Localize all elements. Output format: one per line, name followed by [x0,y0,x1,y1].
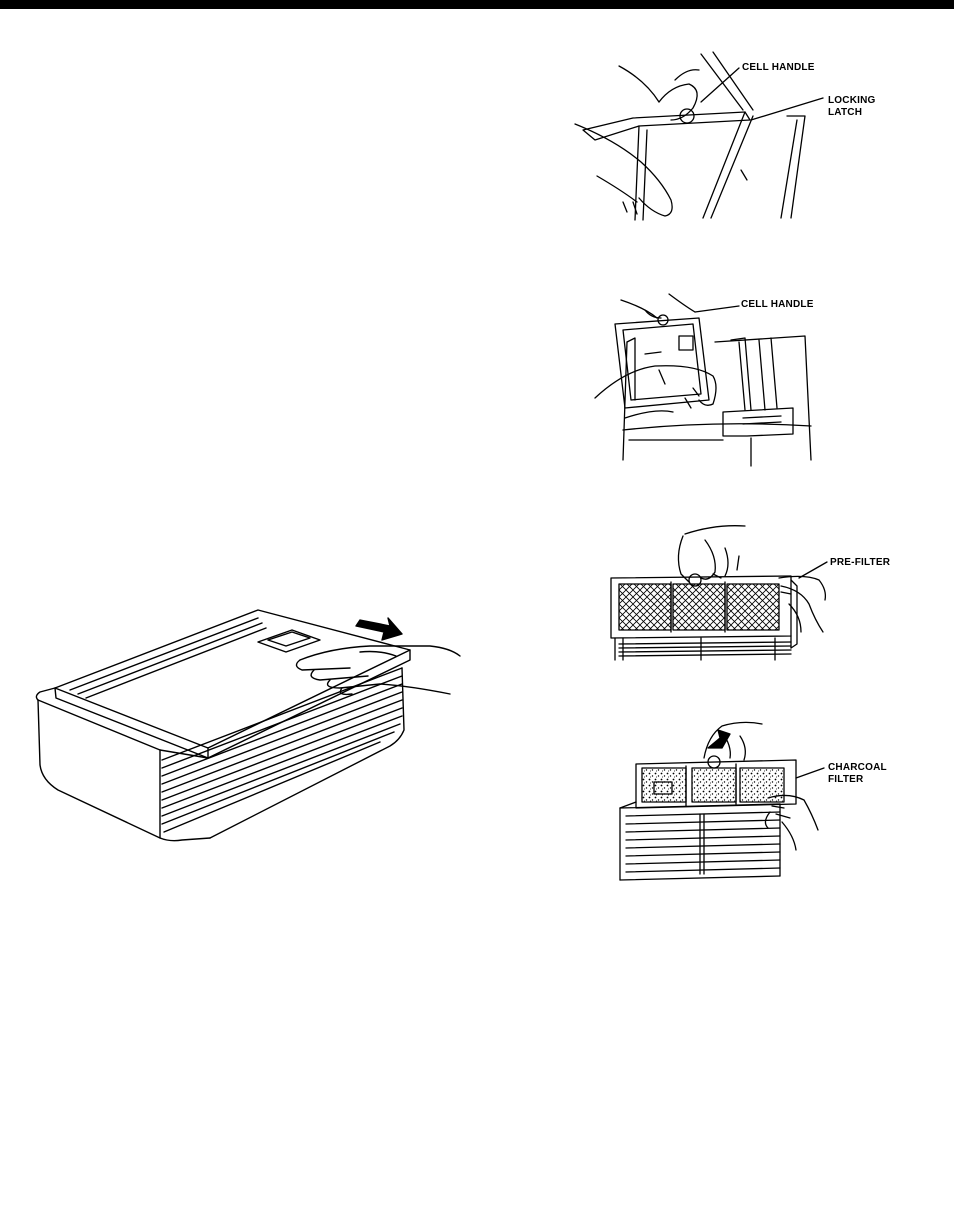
locking-latch-label-line2: LATCH [828,107,863,118]
cell-handle-callout-2: CELL HANDLE [741,299,814,311]
charcoal-filter-label-line2: FILTER [828,774,864,785]
pre-filter-illustration [605,520,835,670]
charcoal-filter-label-line1: CHARCOAL [828,762,887,773]
cell-handle-latch-illustration [574,50,825,225]
pre-filter-label: PRE-FILTER [830,557,891,568]
pre-filter-callout: PRE-FILTER [830,557,890,569]
cell-handle-label-2: CELL HANDLE [741,299,814,310]
charcoal-filter-illustration [612,718,827,883]
charcoal-filter-callout: CHARCOAL FILTER [828,762,887,786]
cell-lift-illustration [594,290,825,467]
top-rule [0,0,954,9]
cell-handle-callout-1: CELL HANDLE [742,62,815,74]
locking-latch-label-line1: LOCKING [828,95,876,106]
cover-removal-illustration [30,590,470,850]
cell-handle-label-1: CELL HANDLE [742,62,815,73]
locking-latch-callout: LOCKING LATCH [828,95,876,119]
